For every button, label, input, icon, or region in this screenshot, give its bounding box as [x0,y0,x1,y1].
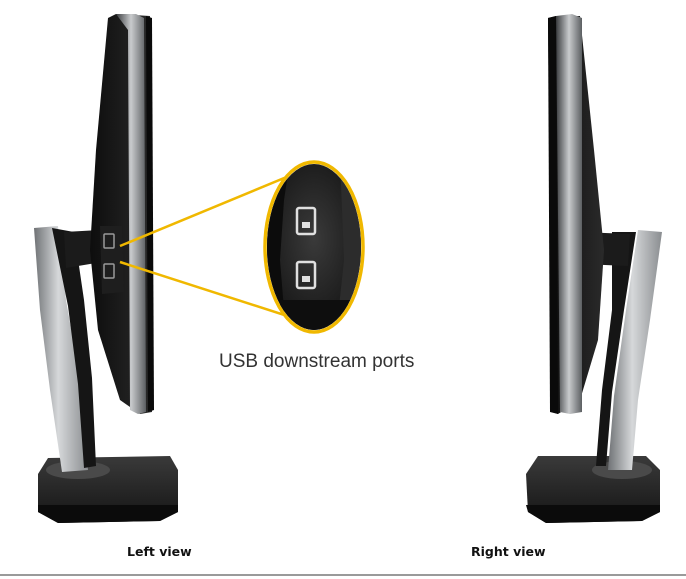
left-stand-arm [34,226,96,472]
left-usb-port-housing [100,226,124,294]
left-usb-port-1 [103,233,115,249]
usb-callout [119,160,365,334]
usb-downstream-ports-label: USB downstream ports [219,351,415,372]
right-stand-base [526,456,660,523]
left-monitor-body [90,14,154,414]
callout-line-bottom [119,260,307,324]
left-stand-base [38,456,178,523]
left-usb-port-2 [103,263,115,279]
right-view-caption: Right view [471,544,546,559]
left-view-caption: Left view [127,544,192,559]
callout-magnifier-circle [263,160,365,334]
right-view-monitor [526,14,662,523]
bottom-divider [0,574,686,576]
right-stand-arm [596,230,662,470]
zoomed-usb-port-2 [295,260,317,290]
left-view-monitor [34,14,178,523]
right-monitor-body [548,14,604,414]
zoomed-usb-port-1 [295,206,317,236]
